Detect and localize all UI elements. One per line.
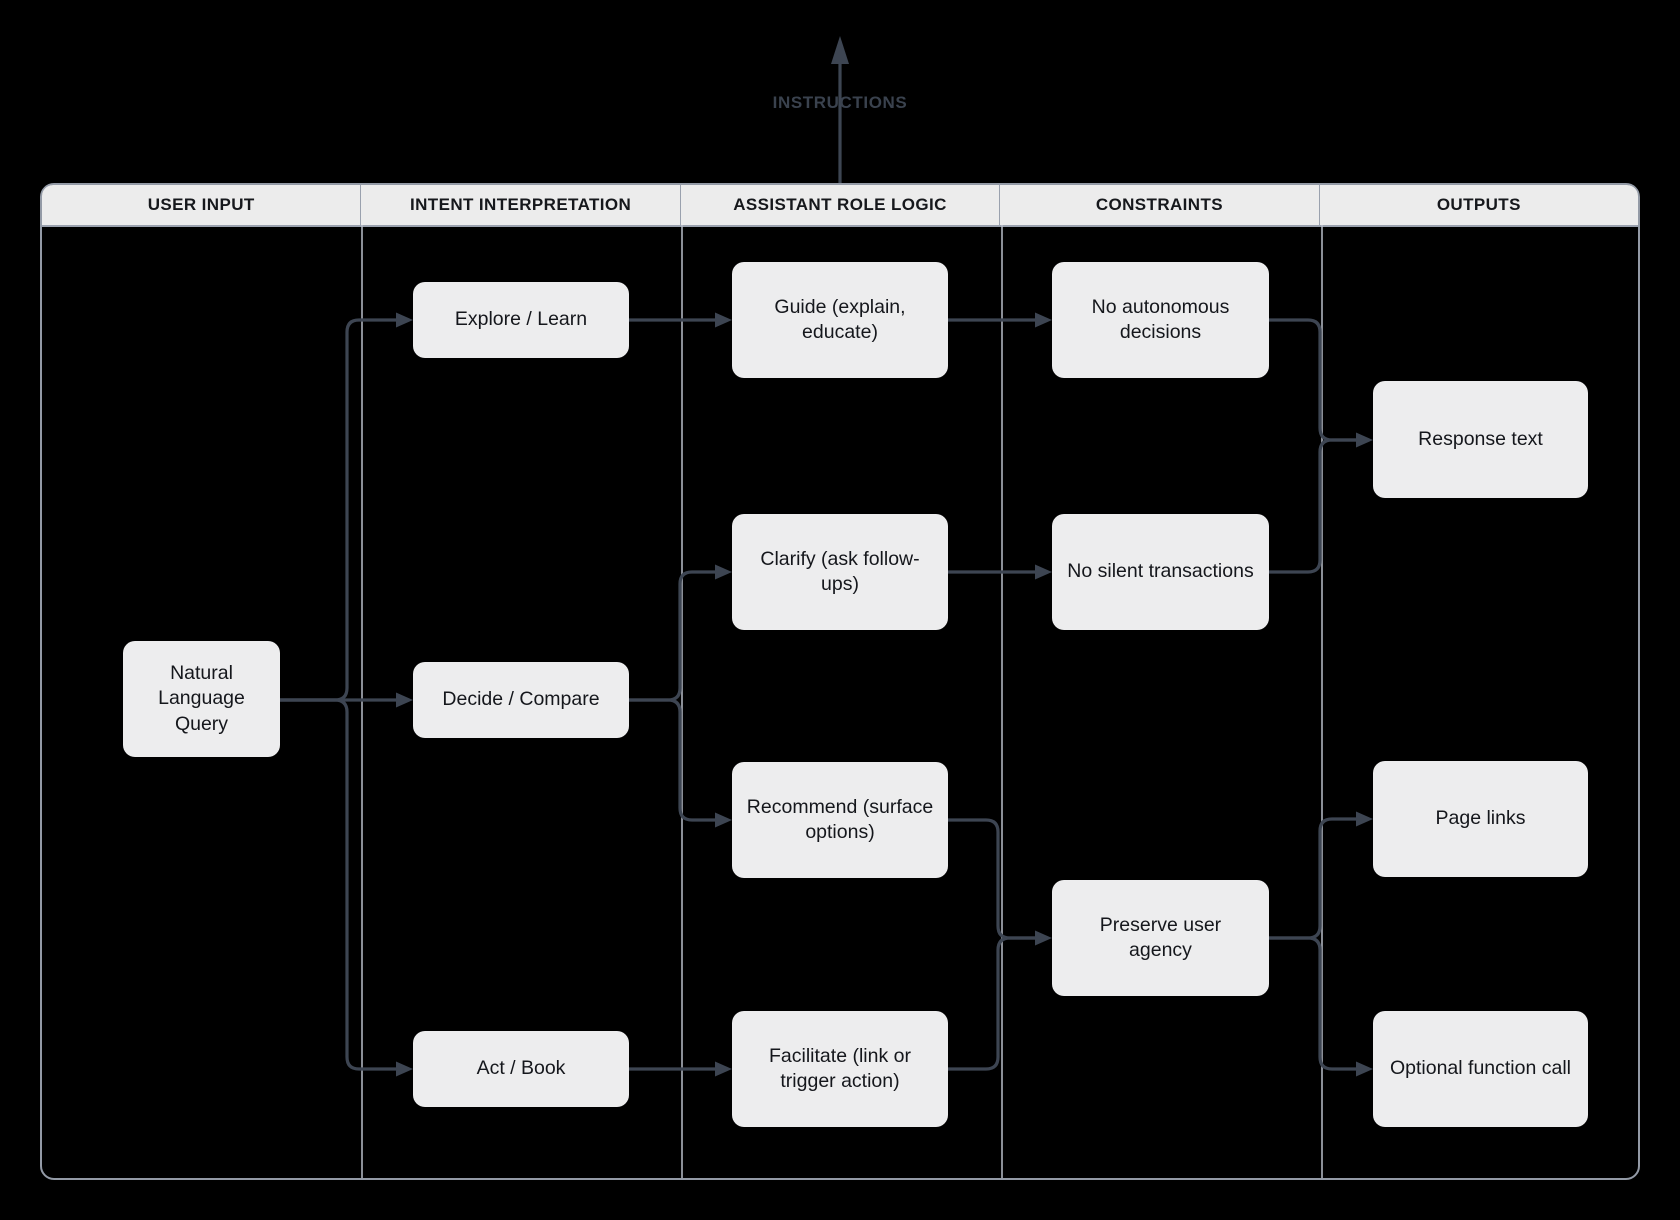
arrowhead-pagelinks xyxy=(1356,811,1373,827)
edge-decide-to-clarify xyxy=(629,570,715,702)
edge-preserve-to-pagelinks xyxy=(1269,817,1356,940)
node-label: No silent transactions xyxy=(1067,560,1254,583)
lane-header-assistant-role-logic: ASSISTANT ROLE LOGIC xyxy=(679,185,999,225)
node-clarify: Clarify (ask follow-ups) xyxy=(732,514,948,630)
arrowhead-act-facilitate xyxy=(715,1061,732,1077)
lane-divider-2 xyxy=(681,225,683,1178)
edge-nlq-to-explore xyxy=(280,318,396,702)
arrowhead-explore-guide xyxy=(715,312,732,328)
arrowhead-decide-clarify xyxy=(715,564,732,580)
node-label: Facilitate (link or trigger action) xyxy=(769,1044,911,1092)
arrowhead-functioncall xyxy=(1356,1061,1373,1077)
node-no-autonomous-decisions: No autonomous decisions xyxy=(1052,262,1269,378)
arrowhead-preserve xyxy=(1035,930,1052,946)
lane-header-outputs: OUTPUTS xyxy=(1318,185,1638,225)
arrowhead-guide-noauto xyxy=(1035,312,1052,328)
arrowhead-response xyxy=(1356,432,1373,448)
arrowhead-decide-recommend xyxy=(715,812,732,828)
node-preserve-user-agency: Preserve user agency xyxy=(1052,880,1269,996)
edge-noauto-to-response xyxy=(1269,318,1356,442)
node-label: Response text xyxy=(1418,427,1543,450)
lane-divider-3 xyxy=(1001,225,1003,1178)
edge-nosilent-to-response xyxy=(1269,438,1356,574)
node-label: Optional function call xyxy=(1389,1057,1572,1080)
node-label: Explore / Learn xyxy=(454,308,588,331)
node-page-links: Page links xyxy=(1373,761,1588,877)
node-guide: Guide (explain, educate) xyxy=(732,262,948,378)
node-recommend: Recommend (surface options) xyxy=(732,762,948,878)
node-no-silent-transactions: No silent transactions xyxy=(1052,514,1269,630)
edge-nlq-to-act xyxy=(280,698,396,1071)
node-label: Natural Language Query xyxy=(158,661,245,735)
lane-header-constraints: CONSTRAINTS xyxy=(999,185,1318,225)
node-act-book: Act / Book xyxy=(413,1031,629,1107)
node-label: Act / Book xyxy=(476,1057,566,1080)
edge-decide-to-recommend xyxy=(629,698,715,822)
arrowhead-nlq-act xyxy=(396,1061,413,1077)
node-label: Recommend (surface options) xyxy=(746,795,934,843)
lane-header-intent-interpretation: INTENT INTERPRETATION xyxy=(360,185,679,225)
node-optional-function-call: Optional function call xyxy=(1373,1011,1588,1127)
node-label: Decide / Compare xyxy=(442,688,600,711)
node-decide-compare: Decide / Compare xyxy=(413,662,629,738)
lane-header-user-input: USER INPUT xyxy=(147,195,255,214)
instructions-label: INSTRUCTIONS xyxy=(772,93,908,112)
edge-preserve-to-functioncall xyxy=(1269,936,1356,1071)
lane-header-row: USER INPUT INTENT INTERPRETATION ASSISTA… xyxy=(42,185,1638,227)
edge-recommend-to-preserve xyxy=(948,818,1035,940)
node-label: Page links xyxy=(1435,807,1526,830)
lane-divider-4 xyxy=(1321,225,1323,1178)
node-label: Preserve user agency xyxy=(1099,913,1222,961)
node-label: No autonomous decisions xyxy=(1091,295,1230,343)
arrowhead-nlq-decide xyxy=(396,692,413,708)
node-label: Guide (explain, educate) xyxy=(774,295,906,343)
swimlane-frame: USER INPUT INTENT INTERPRETATION ASSISTA… xyxy=(40,183,1640,1180)
arrowhead-nlq-explore xyxy=(396,312,413,328)
node-response-text: Response text xyxy=(1373,381,1588,498)
node-label: Clarify (ask follow-ups) xyxy=(760,547,920,595)
node-explore-learn: Explore / Learn xyxy=(413,282,629,358)
node-natural-language-query: Natural Language Query xyxy=(123,641,280,757)
edge-facilitate-to-preserve xyxy=(948,936,1035,1071)
arrowhead-instructions xyxy=(831,36,849,64)
arrowhead-clarify-nosilent xyxy=(1035,564,1052,580)
node-facilitate: Facilitate (link or trigger action) xyxy=(732,1011,948,1127)
